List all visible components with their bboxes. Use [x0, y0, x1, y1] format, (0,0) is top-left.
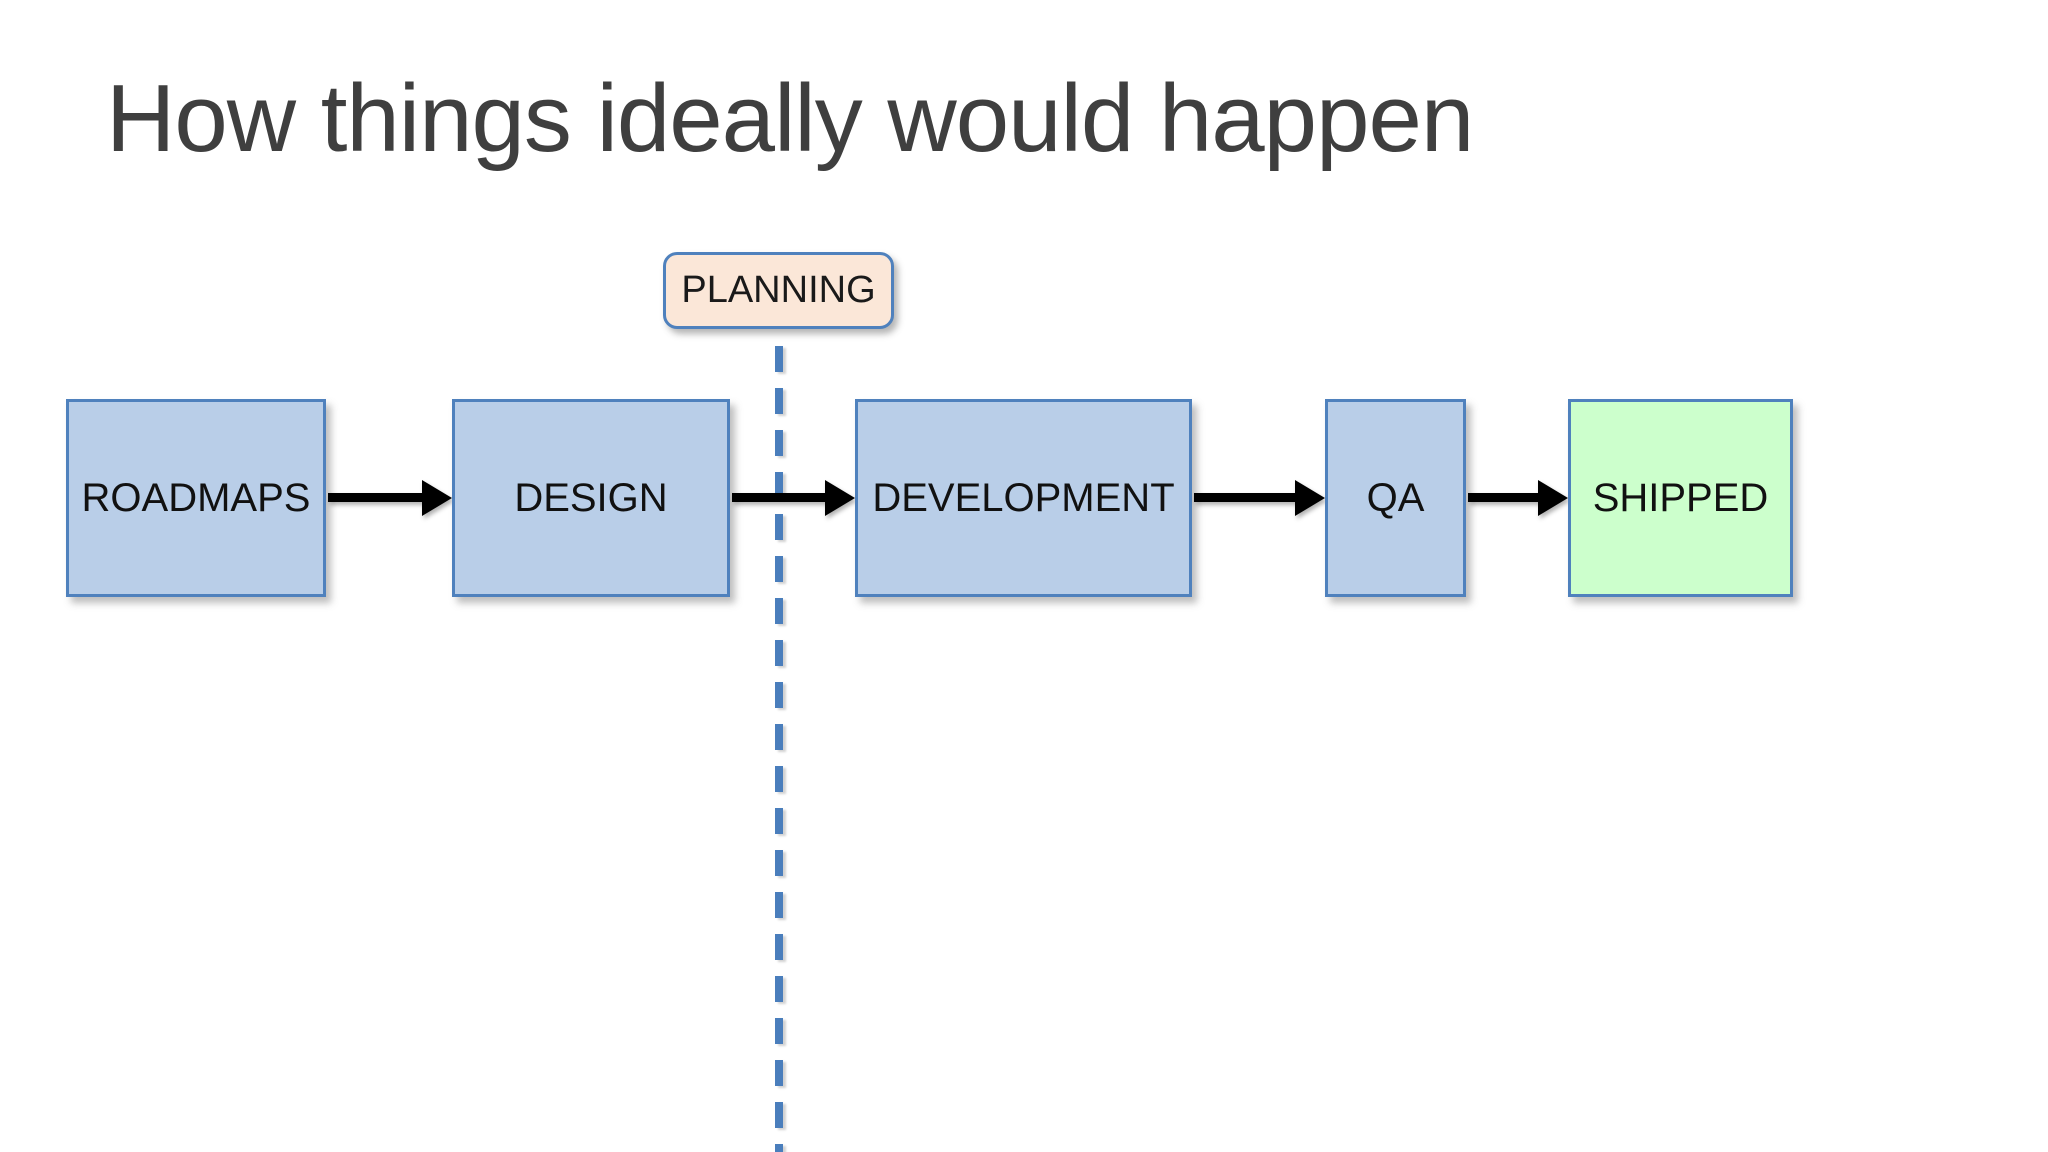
flow-node-label: ROADMAPS — [81, 475, 311, 520]
flow-node-development: DEVELOPMENT — [855, 399, 1192, 597]
flow-node-label: DEVELOPMENT — [872, 475, 1175, 520]
phase-label-text: PLANNING — [681, 269, 876, 311]
arrow-head-icon — [825, 480, 855, 516]
flow-node-design: DESIGN — [452, 399, 730, 597]
flow-node-label: QA — [1366, 475, 1425, 520]
arrow-shaft — [732, 493, 833, 502]
arrow-shaft — [328, 493, 430, 502]
slide-title: How things ideally would happen — [106, 65, 1474, 172]
flow-node-qa: QA — [1325, 399, 1466, 597]
arrow-development-to-qa — [1194, 480, 1325, 516]
flow-node-label: DESIGN — [514, 475, 668, 520]
flow-node-shipped: SHIPPED — [1568, 399, 1793, 597]
arrow-head-icon — [422, 480, 452, 516]
arrow-qa-to-shipped — [1468, 480, 1568, 516]
planning-phase-divider-line — [775, 346, 783, 1152]
arrow-roadmaps-to-design — [328, 480, 452, 516]
arrow-head-icon — [1295, 480, 1325, 516]
arrow-shaft — [1194, 493, 1303, 502]
arrow-head-icon — [1538, 480, 1568, 516]
flow-node-roadmaps: ROADMAPS — [66, 399, 326, 597]
arrow-design-to-development — [732, 480, 855, 516]
flow-node-label: SHIPPED — [1592, 475, 1769, 520]
phase-label-planning: PLANNING — [663, 252, 894, 329]
arrow-shaft — [1468, 493, 1546, 502]
